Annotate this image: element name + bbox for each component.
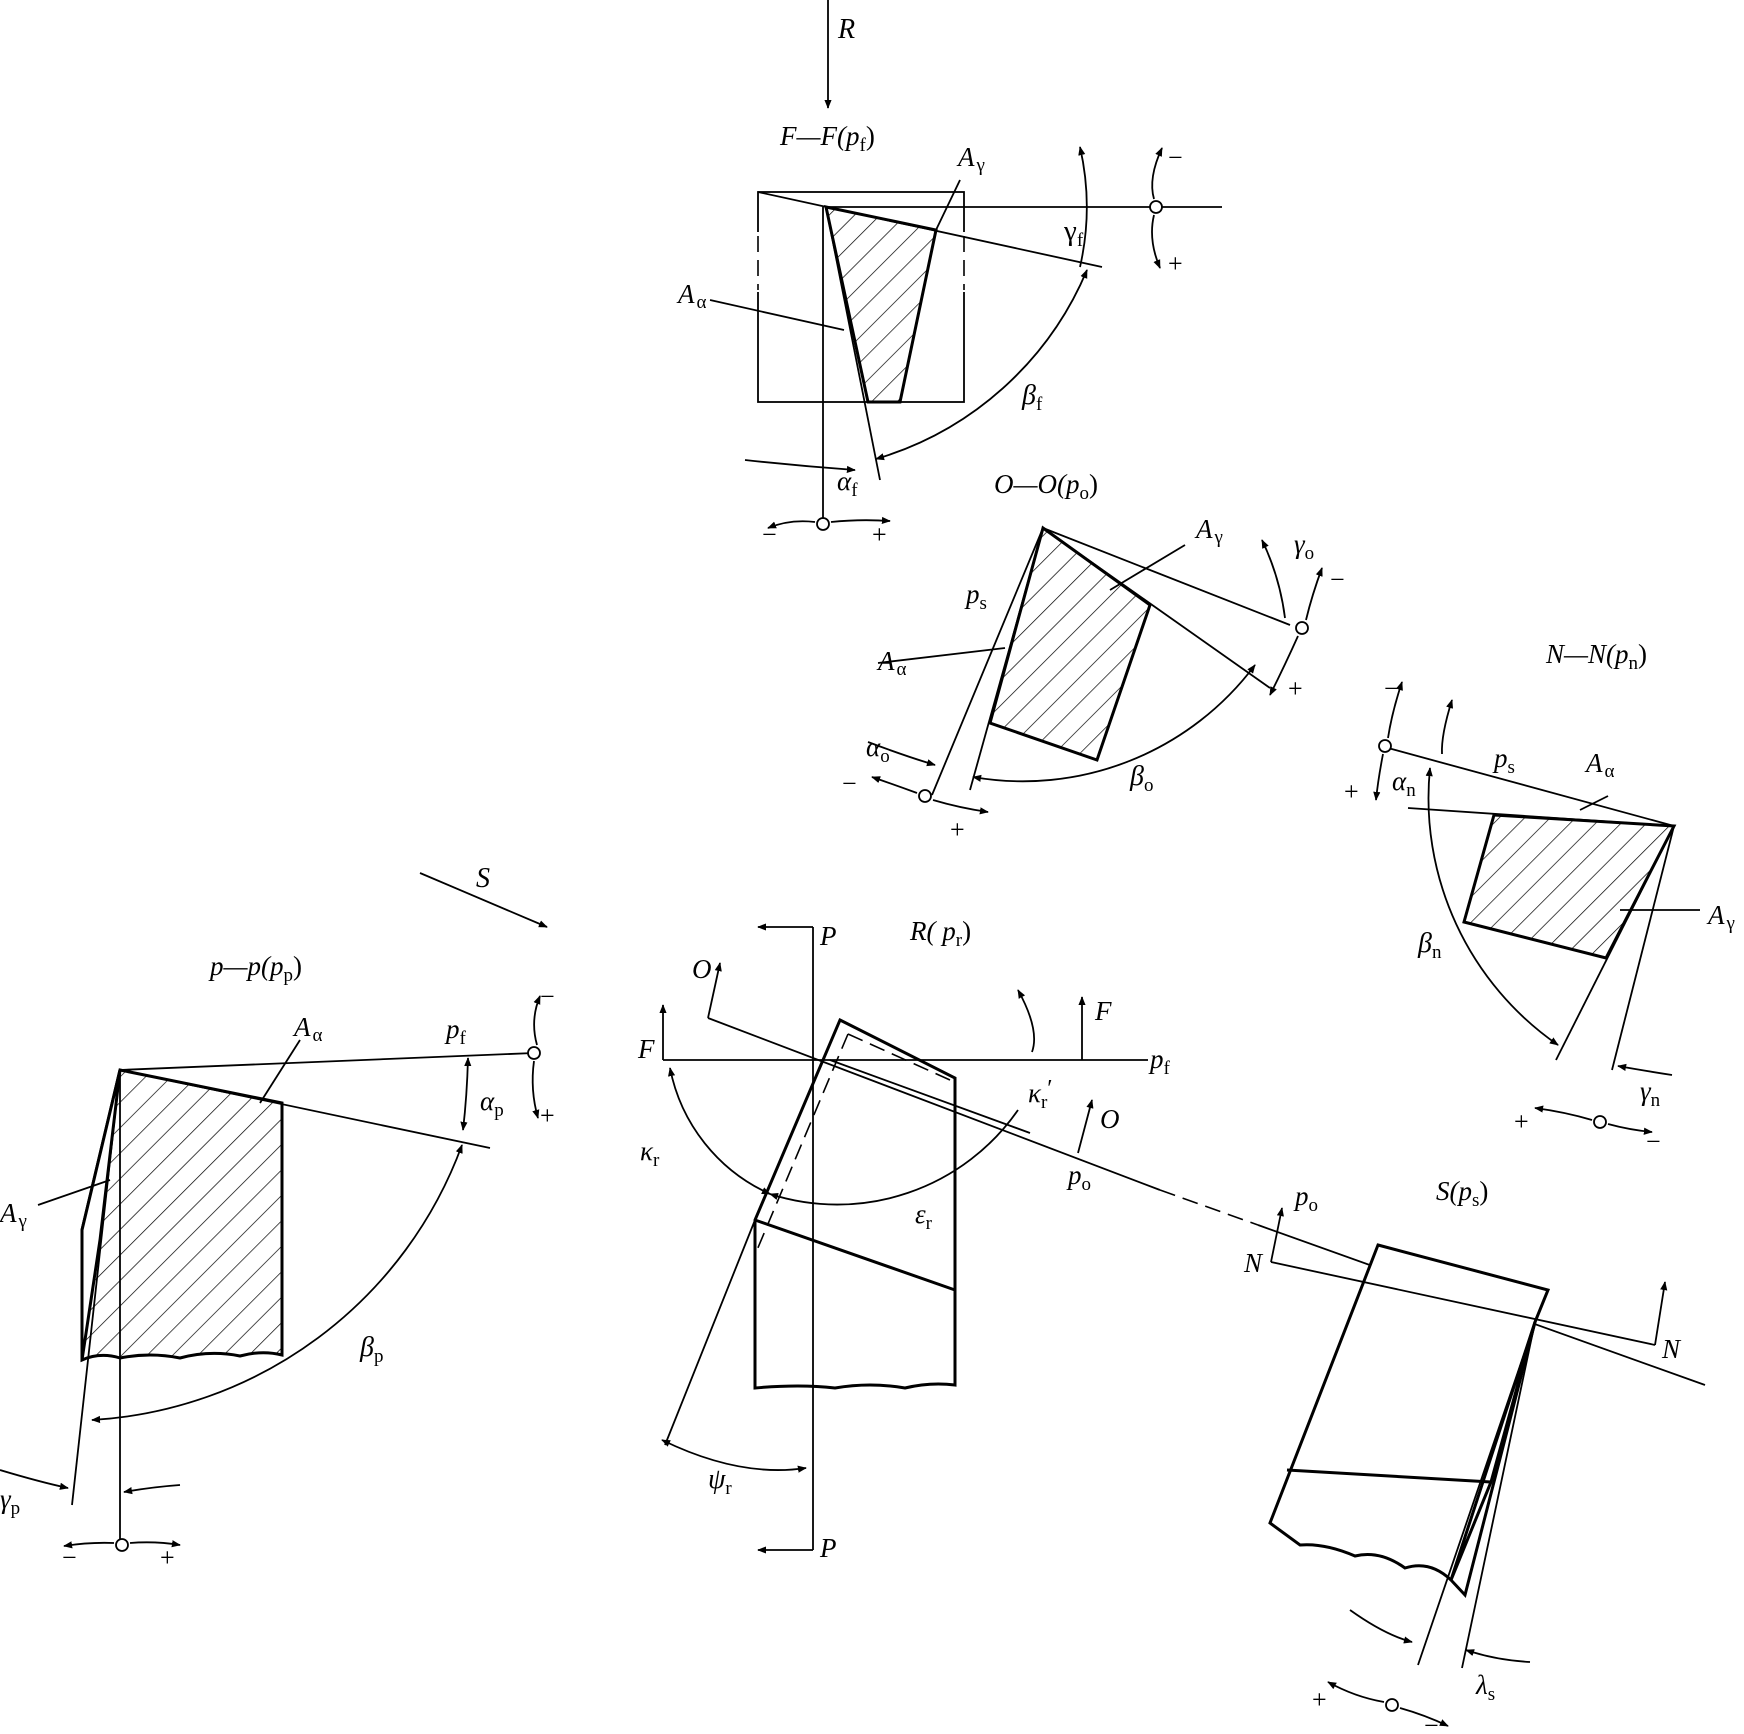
svg-text:+: + bbox=[1288, 674, 1303, 703]
svg-text:γn: γn bbox=[1640, 1076, 1661, 1111]
title-s: S(p bbox=[1436, 1176, 1472, 1206]
svg-text:P: P bbox=[819, 1533, 837, 1563]
svg-text:Aγ: Aγ bbox=[1194, 514, 1223, 548]
svg-text:Aγ: Aγ bbox=[1706, 900, 1735, 934]
svg-text:ps: ps bbox=[964, 579, 987, 614]
label-r: R bbox=[837, 14, 855, 45]
svg-text:βo: βo bbox=[1129, 761, 1153, 796]
svg-text:pf: pf bbox=[444, 1014, 467, 1049]
svg-text:αf: αf bbox=[837, 466, 858, 501]
svg-text:P: P bbox=[819, 921, 837, 951]
svg-text:S(ps): S(ps) bbox=[1436, 1176, 1488, 1211]
svg-text:+: + bbox=[950, 815, 965, 844]
svg-text:O: O bbox=[1100, 1104, 1120, 1134]
r-direction-arrow: R bbox=[824, 0, 855, 109]
svg-text:−: − bbox=[1384, 674, 1399, 703]
svg-text:−: − bbox=[762, 520, 777, 549]
svg-text:Aγ: Aγ bbox=[0, 1198, 27, 1232]
svg-text:F—F(pf): F—F(pf) bbox=[779, 121, 875, 156]
svg-text:N: N bbox=[1661, 1334, 1682, 1364]
svg-text:+: + bbox=[1312, 1685, 1327, 1714]
svg-text:po: po bbox=[1293, 1181, 1318, 1216]
svg-text:βn: βn bbox=[1417, 928, 1442, 963]
svg-text:Aγ: Aγ bbox=[956, 142, 985, 176]
svg-text:F: F bbox=[637, 1034, 655, 1064]
section-s: S(ps) N N po λs + − bbox=[1159, 1176, 1706, 1734]
svg-text:F: F bbox=[1094, 996, 1112, 1026]
svg-text:−: − bbox=[62, 1543, 77, 1572]
svg-text:κr′: κr′ bbox=[1028, 1076, 1053, 1113]
svg-text:N—N(pn): N—N(pn) bbox=[1545, 639, 1647, 674]
svg-text:Aα: Aα bbox=[876, 646, 907, 680]
svg-text:Aα: Aα bbox=[292, 1012, 323, 1046]
svg-text:−: − bbox=[1168, 143, 1183, 172]
svg-text:βf: βf bbox=[1021, 380, 1043, 415]
svg-text:γo: γo bbox=[1294, 529, 1314, 564]
svg-text:ψr: ψr bbox=[708, 1464, 732, 1499]
svg-text:βp: βp bbox=[359, 1332, 383, 1367]
svg-text:O: O bbox=[692, 954, 712, 984]
svg-text:N: N bbox=[1243, 1248, 1264, 1278]
svg-text:αp: αp bbox=[480, 1086, 504, 1121]
svg-text:p—p(pp): p—p(pp) bbox=[208, 951, 302, 986]
svg-text:O—O(po): O—O(po) bbox=[994, 469, 1098, 504]
svg-text:po: po bbox=[1066, 1160, 1091, 1195]
svg-text:+: + bbox=[540, 1101, 555, 1130]
svg-text:+: + bbox=[1168, 249, 1183, 278]
svg-text:+: + bbox=[160, 1543, 175, 1572]
svg-text:−: − bbox=[1424, 1711, 1439, 1734]
title-r: R( p bbox=[909, 916, 956, 946]
svg-text:γp: γp bbox=[0, 1484, 20, 1519]
title-ff: F—F(p bbox=[779, 121, 859, 151]
svg-text:Aα: Aα bbox=[676, 279, 707, 313]
section-r-main-view: R( pr) P P F F pf O O po κr εr bbox=[637, 916, 1171, 1563]
svg-text:γf: γf bbox=[1063, 215, 1084, 251]
svg-text:−: − bbox=[1646, 1127, 1661, 1156]
svg-text:Aα: Aα bbox=[1584, 748, 1615, 782]
title-oo: O—O(p bbox=[994, 469, 1080, 499]
title-nn: N—N(p bbox=[1545, 639, 1629, 669]
svg-text:εr: εr bbox=[915, 1199, 933, 1234]
s-direction-arrow: S bbox=[419, 863, 548, 928]
label-s: S bbox=[476, 863, 490, 894]
svg-text:+: + bbox=[872, 520, 887, 549]
svg-text:R( pr): R( pr) bbox=[909, 916, 971, 951]
svg-text:pf: pf bbox=[1148, 1044, 1171, 1079]
svg-text:+: + bbox=[1514, 1107, 1529, 1136]
svg-text:λs: λs bbox=[1475, 1670, 1495, 1705]
svg-text:ps: ps bbox=[1492, 743, 1515, 778]
title-pp: p—p(p bbox=[208, 951, 284, 981]
svg-text:αo: αo bbox=[866, 732, 890, 767]
svg-text:αn: αn bbox=[1392, 766, 1416, 801]
svg-text:−: − bbox=[1330, 565, 1345, 594]
svg-text:+: + bbox=[1344, 777, 1359, 806]
svg-text:−: − bbox=[842, 769, 857, 798]
svg-text:−: − bbox=[540, 982, 555, 1011]
svg-text:κr: κr bbox=[640, 1136, 660, 1171]
